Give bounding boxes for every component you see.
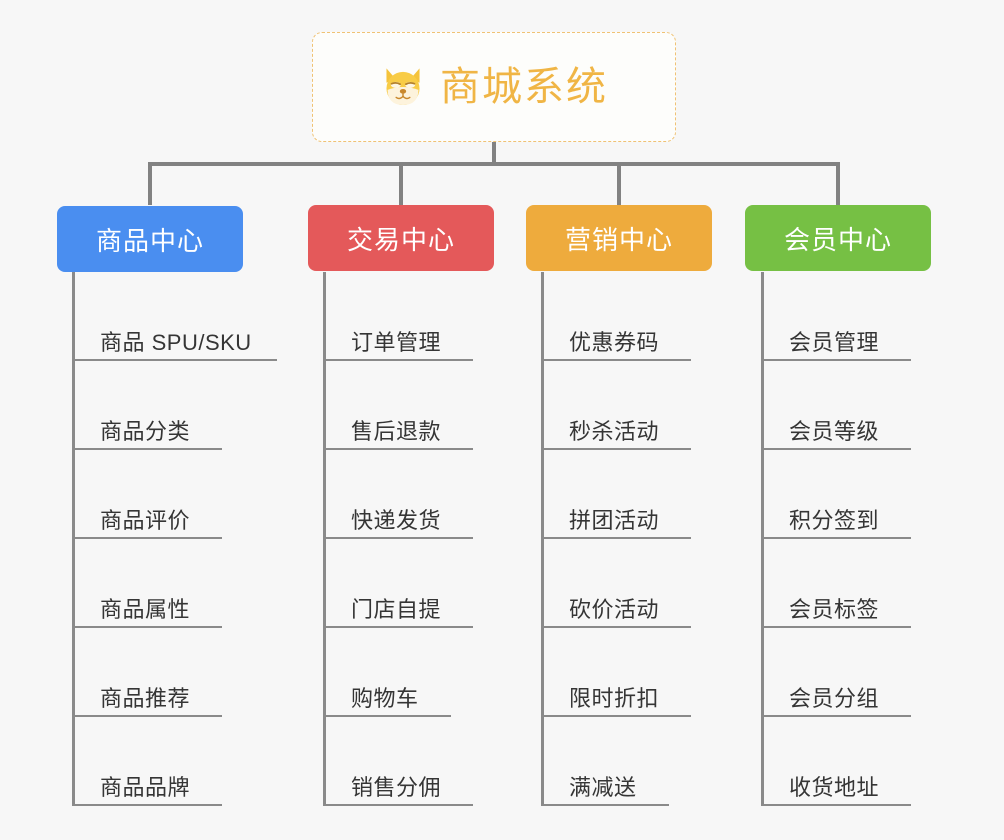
leaf-underline: [323, 715, 451, 717]
leaf-underline: [761, 537, 911, 539]
leaf-item[interactable]: 商品评价: [72, 450, 252, 539]
leaf-label: 购物车: [351, 685, 419, 711]
leaf-underline: [323, 448, 473, 450]
leaf-label: 砍价活动: [569, 596, 660, 622]
leaf-label: 会员等级: [789, 418, 880, 444]
leaf-item[interactable]: 门店自提: [323, 539, 473, 628]
leaf-underline: [72, 537, 222, 539]
horizontal-bus: [148, 162, 840, 166]
leaf-item[interactable]: 商品推荐: [72, 628, 252, 717]
leaf-item[interactable]: 商品品牌: [72, 717, 252, 806]
leaf-underline: [541, 359, 691, 361]
leaf-underline: [72, 715, 222, 717]
root-node[interactable]: 商城系统: [312, 32, 676, 142]
category-box-2[interactable]: 交易中心: [308, 205, 494, 271]
category-label: 商品中心: [95, 225, 204, 256]
leaf-underline: [72, 804, 222, 806]
leaf-label: 积分签到: [789, 507, 880, 533]
category-box-4[interactable]: 会员中心: [745, 205, 931, 271]
leaf-label: 订单管理: [351, 329, 442, 355]
leaf-label: 秒杀活动: [569, 418, 660, 444]
leaf-underline: [323, 537, 473, 539]
leaf-column-3: 优惠券码秒杀活动拼团活动砍价活动限时折扣满减送: [541, 272, 691, 806]
leaf-item[interactable]: 售后退款: [323, 361, 473, 450]
dog-face-icon: [380, 64, 426, 110]
leaf-label: 商品品牌: [100, 774, 191, 800]
leaf-label: 收货地址: [789, 774, 880, 800]
leaf-item[interactable]: 商品 SPU/SKU: [72, 272, 277, 361]
leaf-underline: [541, 626, 691, 628]
branch-stem-1: [148, 162, 152, 205]
category-box-1[interactable]: 商品中心: [57, 206, 243, 272]
leaf-label: 满减送: [569, 774, 637, 800]
leaf-underline: [323, 359, 473, 361]
leaf-item[interactable]: 销售分佣: [323, 717, 473, 806]
leaf-underline: [761, 804, 911, 806]
category-label: 会员中心: [783, 224, 892, 255]
leaf-item[interactable]: 会员管理: [761, 272, 911, 361]
leaf-column-2: 订单管理售后退款快递发货门店自提购物车销售分佣: [323, 272, 473, 806]
leaf-item[interactable]: 会员等级: [761, 361, 911, 450]
leaf-underline: [72, 359, 277, 361]
leaf-underline: [541, 448, 691, 450]
leaf-underline: [72, 626, 222, 628]
branch-stem-2: [399, 162, 403, 205]
category-box-3[interactable]: 营销中心: [526, 205, 712, 271]
leaf-label: 商品评价: [100, 507, 191, 533]
leaf-label: 会员标签: [789, 596, 880, 622]
leaf-column-4: 会员管理会员等级积分签到会员标签会员分组收货地址: [761, 272, 911, 806]
leaf-underline: [72, 448, 222, 450]
leaf-label: 销售分佣: [351, 774, 442, 800]
leaf-label: 会员分组: [789, 685, 880, 711]
leaf-item[interactable]: 砍价活动: [541, 539, 691, 628]
leaf-underline: [761, 626, 911, 628]
leaf-underline: [761, 359, 911, 361]
leaf-underline: [541, 537, 691, 539]
leaf-label: 优惠券码: [569, 329, 660, 355]
leaf-label: 售后退款: [351, 418, 442, 444]
leaf-item[interactable]: 会员分组: [761, 628, 911, 717]
leaf-label: 商品推荐: [100, 685, 191, 711]
root-stem: [492, 142, 496, 166]
leaf-label: 商品属性: [100, 596, 191, 622]
root-title: 商城系统: [440, 65, 608, 109]
leaf-item[interactable]: 积分签到: [761, 450, 911, 539]
branch-stem-3: [617, 162, 621, 205]
leaf-label: 商品 SPU/SKU: [100, 329, 252, 355]
leaf-item[interactable]: 商品分类: [72, 361, 252, 450]
leaf-label: 商品分类: [100, 418, 191, 444]
leaf-label: 会员管理: [789, 329, 880, 355]
branch-stem-4: [836, 162, 840, 205]
leaf-item[interactable]: 快递发货: [323, 450, 473, 539]
leaf-item[interactable]: 购物车: [323, 628, 451, 717]
leaf-item[interactable]: 收货地址: [761, 717, 911, 806]
leaf-spine: [323, 272, 326, 806]
leaf-item[interactable]: 满减送: [541, 717, 669, 806]
leaf-underline: [761, 715, 911, 717]
leaf-item[interactable]: 秒杀活动: [541, 361, 691, 450]
leaf-label: 拼团活动: [569, 507, 660, 533]
leaf-underline: [323, 626, 473, 628]
leaf-item[interactable]: 拼团活动: [541, 450, 691, 539]
leaf-item[interactable]: 优惠券码: [541, 272, 691, 361]
leaf-underline: [761, 448, 911, 450]
leaf-item[interactable]: 限时折扣: [541, 628, 691, 717]
leaf-spine: [541, 272, 544, 806]
leaf-label: 限时折扣: [569, 685, 660, 711]
leaf-item[interactable]: 商品属性: [72, 539, 252, 628]
leaf-underline: [541, 804, 669, 806]
leaf-underline: [541, 715, 691, 717]
leaf-label: 快递发货: [351, 507, 442, 533]
leaf-item[interactable]: 会员标签: [761, 539, 911, 628]
leaf-column-1: 商品 SPU/SKU 商品分类商品评价商品属性商品推荐商品品牌: [72, 272, 277, 806]
leaf-spine: [72, 272, 75, 806]
leaf-spine: [761, 272, 764, 806]
category-label: 营销中心: [564, 224, 673, 255]
leaf-underline: [323, 804, 473, 806]
leaf-label: 门店自提: [351, 596, 442, 622]
category-label: 交易中心: [346, 224, 455, 255]
leaf-item[interactable]: 订单管理: [323, 272, 473, 361]
